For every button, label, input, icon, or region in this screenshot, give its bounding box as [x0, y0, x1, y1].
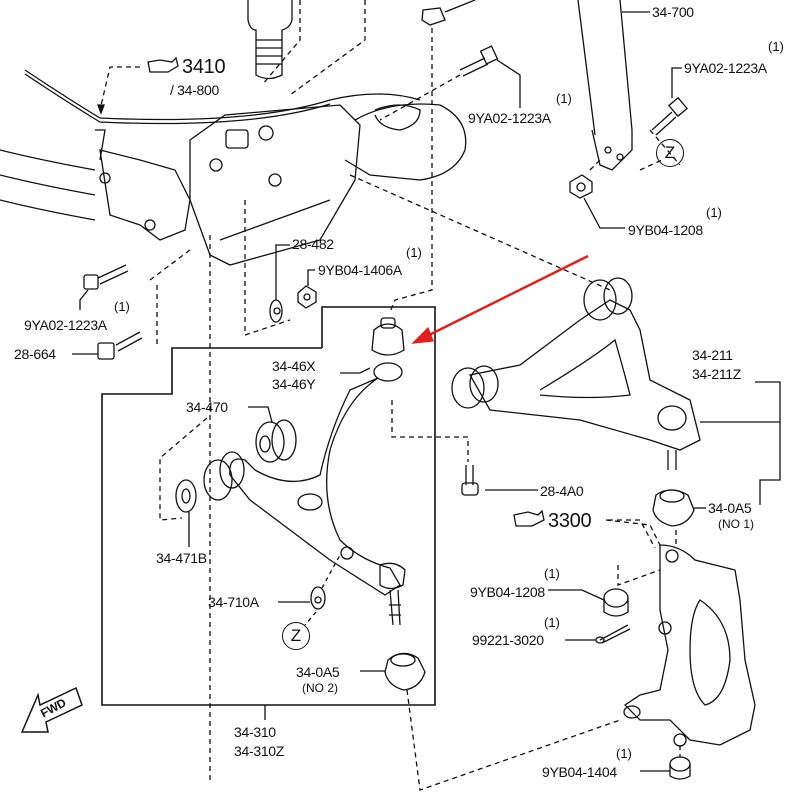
dust-boot-no1: [652, 489, 695, 527]
bushing-34-470: [255, 419, 297, 463]
label-28-482: 28-482: [292, 236, 334, 252]
washer-34-471b: [175, 479, 197, 513]
steering-knuckle: [623, 544, 756, 747]
dashed-line: [349, 159, 611, 291]
leader: [79, 289, 89, 310]
qty: (1): [556, 91, 572, 106]
dashed-line: [608, 519, 681, 757]
hand-pointer-icon: [513, 509, 545, 527]
label-34-471b: 34-471B: [156, 550, 207, 566]
label-9yb04-1406a: 9YB04-1406A: [318, 262, 402, 278]
highlight-arrow: [424, 254, 589, 339]
label-9ya02-1223a: 9YA02-1223A: [468, 110, 551, 126]
dashed-line: [605, 519, 677, 548]
label-34-211z: 34-211Z: [692, 366, 742, 382]
label-9ya02-1223a: 9YA02-1223A: [24, 317, 107, 333]
bump-stop-boot: [247, 0, 293, 80]
lower-arm: [229, 377, 406, 626]
upper-arm: [451, 277, 701, 470]
assembly-box-outline: [101, 306, 436, 706]
qty: (1): [768, 39, 784, 54]
label-34-211: 34-211: [692, 347, 733, 363]
dashed-line: [99, 66, 140, 111]
dashed-line: [379, 74, 461, 121]
label-no1: (NO 1): [718, 517, 754, 531]
qty: (1): [706, 205, 722, 220]
dashed-line: [389, 28, 433, 313]
washer-28-482: [269, 299, 283, 323]
leader-34-211: [755, 381, 781, 505]
label-9yb04-1208: 9YB04-1208: [470, 584, 545, 600]
label-34-310: 34-310: [234, 724, 276, 740]
nut-9yb04-1208-b: [603, 588, 629, 617]
qty: (1): [616, 746, 632, 761]
leader: [671, 67, 682, 98]
leader: [248, 406, 273, 423]
nut-9yb04-1406a: [297, 285, 317, 309]
label-34-46y: 34-46Y: [272, 376, 316, 392]
label-28-664: 28-664: [14, 346, 56, 362]
crossmember: [0, 103, 467, 266]
label-9ya02-1223a: 9YA02-1223A: [684, 60, 767, 76]
nut-34-710a: [310, 586, 326, 610]
bolt-28-664: [97, 331, 143, 360]
z-marker: Z: [282, 622, 310, 650]
dashed-line: [159, 417, 208, 521]
stabilizer-bar: [24, 69, 421, 125]
label-28-4a0: 28-4A0: [540, 483, 584, 499]
label-34-0a5: 34-0A5: [296, 664, 340, 680]
bolt-28-4a0: [461, 465, 479, 496]
fwd-arrow-shape: [20, 686, 83, 733]
dashed-line: [261, 0, 366, 96]
label-99221-3020: 99221-3020: [472, 632, 544, 648]
label-34-0a5: 34-0A5: [708, 500, 752, 516]
label-34-310z: 34-310Z: [234, 743, 285, 759]
ref-3410[interactable]: 3410: [182, 56, 226, 78]
dashed-line: [617, 565, 661, 586]
nut-top: [421, 0, 476, 26]
nut-9yb04-1208-a: [569, 174, 593, 199]
qty: (1): [544, 566, 560, 581]
leader: [583, 197, 625, 229]
leader: [275, 244, 290, 300]
ref-34-800[interactable]: / 34-800: [170, 82, 219, 98]
label-34-710a: 34-710A: [208, 594, 259, 610]
qty: (1): [406, 245, 422, 260]
leader: [307, 269, 315, 286]
cotter-pin: [595, 624, 631, 644]
shock-absorber: [577, 0, 633, 171]
dashed-line: [391, 400, 469, 462]
leader: [496, 59, 521, 108]
highlight-arrowhead: [411, 326, 434, 344]
qty: (1): [544, 615, 560, 630]
ball-joint-34-46x: [371, 317, 405, 382]
qty: (1): [114, 299, 130, 314]
bolt-9ya02-b: [459, 45, 499, 77]
dashed-line: [304, 554, 341, 626]
leader: [548, 589, 605, 601]
label-9yb04-1404: 9YB04-1404: [542, 764, 617, 780]
bushing-front: [203, 451, 245, 501]
dashed-line: [97, 104, 105, 115]
nut-9yb04-1404: [669, 756, 691, 780]
label-34-46x: 34-46X: [272, 358, 316, 374]
label-9yb04-1208: 9YB04-1208: [628, 222, 703, 238]
bolt-9ya02-a: [651, 96, 689, 136]
ref-3300[interactable]: 3300: [548, 510, 592, 532]
hand-pointer-icon: [147, 56, 179, 73]
label-34-470: 34-470: [186, 399, 228, 415]
label-34-700: 34-700: [652, 4, 694, 20]
z-marker: Z: [656, 139, 684, 167]
dashed-line: [149, 200, 291, 780]
bolt-9ya02-c: [83, 264, 129, 290]
dashed-line: [406, 689, 621, 791]
leader: [340, 367, 371, 374]
label-no2: (NO 2): [302, 681, 338, 695]
dust-boot-no2: [384, 652, 426, 691]
